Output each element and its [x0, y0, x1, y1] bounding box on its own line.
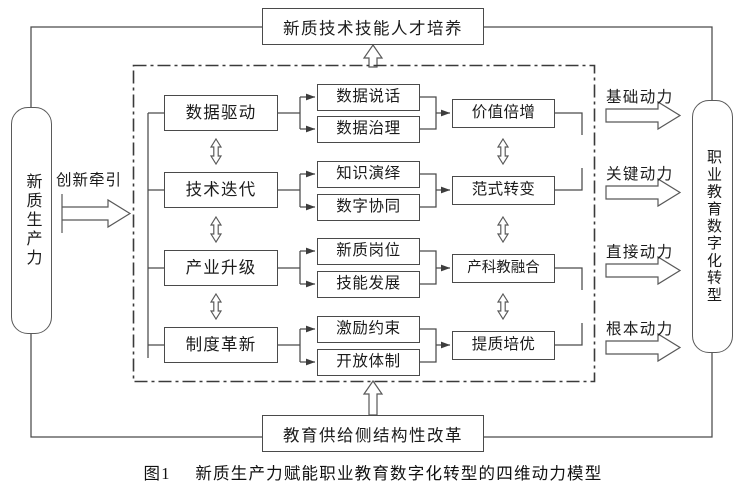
mechanism-node-data-speaks[interactable]: 数据说话 [317, 84, 420, 111]
dimension-node-institutional-innovation[interactable]: 制度革新 [164, 327, 278, 363]
dimension-node-label: 数据驱动 [185, 103, 257, 123]
outcome-node-industry-research-education-integration[interactable]: 产科教融合 [452, 254, 555, 283]
dimension-node-label: 技术迭代 [185, 180, 257, 200]
outcome-node-label: 产科教融合 [467, 259, 540, 276]
bidir-arrows-col3 [496, 137, 510, 321]
dashdot-boundary [132, 64, 596, 383]
dimension-node-industrial-upgrade[interactable]: 产业升级 [164, 250, 278, 286]
dimension-node-data-driven[interactable]: 数据驱动 [164, 95, 278, 131]
loop-top-left [30, 26, 262, 107]
pillar-new-productive-forces[interactable]: 新质生产力 [11, 107, 52, 334]
out1-bus [555, 112, 583, 135]
mechanism-node-label: 数据说话 [336, 88, 401, 106]
mechanism-node-label: 数据治理 [336, 120, 401, 138]
mechanism-node-label: 知识演绎 [336, 165, 401, 183]
dimension-node-label: 产业升级 [185, 258, 257, 278]
pillar-vocational-digital-transformation[interactable]: 职业教育数字化转型 [692, 100, 733, 353]
force-label-key: 关键动力 [606, 166, 674, 183]
top-bar-talent-cultivation[interactable]: 新质技术技能人才培养 [262, 8, 484, 45]
pillar-left-label: 新质生产力 [23, 173, 41, 268]
outcome-node-paradigm-shift[interactable]: 范式转变 [452, 176, 555, 205]
dimension-node-tech-iteration[interactable]: 技术迭代 [164, 172, 278, 208]
outcome-node-label: 提质培优 [471, 336, 536, 354]
top-bar-label: 新质技术技能人才培养 [283, 18, 463, 38]
figure-caption-text: 新质生产力赋能职业教育数字化转型的四维动力模型 [195, 464, 603, 483]
innovation-drive-label: 创新牵引 [56, 172, 123, 189]
loop-bottom-right [484, 353, 713, 438]
outcome-node-label: 范式转变 [471, 181, 536, 199]
mechanism-node-digital-collaboration[interactable]: 数字协同 [317, 194, 420, 221]
top-bar-block-arrow [362, 43, 384, 68]
innovation-drive-block-arrow [61, 194, 132, 233]
pillar-right-label: 职业教育数字化转型 [705, 149, 721, 304]
outcome-node-label: 价值倍增 [471, 104, 536, 122]
mechanism-node-label: 激励约束 [336, 320, 401, 338]
mechanism-node-incentive-constraint[interactable]: 激励约束 [317, 316, 420, 343]
force-label-fundamental: 根本动力 [606, 321, 674, 338]
mechanism-node-open-system[interactable]: 开放体制 [317, 349, 420, 376]
mechanism-node-skill-development[interactable]: 技能发展 [317, 271, 420, 298]
mechanism-node-label: 数字协同 [336, 198, 401, 216]
dimension-node-label: 制度革新 [185, 335, 257, 355]
mechanism-node-data-governance[interactable]: 数据治理 [317, 116, 420, 143]
loop-top-right [484, 26, 713, 100]
figure-caption-label: 图1 [143, 464, 171, 483]
force-label-direct: 直接动力 [606, 244, 674, 261]
out3-bus [555, 267, 583, 290]
mechanism-node-label: 新质岗位 [336, 242, 401, 260]
loop-bottom-left [30, 334, 262, 438]
force-label-foundational: 基础动力 [606, 89, 674, 106]
bottom-bar-supply-side-reform[interactable]: 教育供给侧结构性改革 [262, 415, 484, 452]
outcome-node-quality-improvement[interactable]: 提质培优 [452, 331, 555, 360]
bottom-bar-label: 教育供给侧结构性改革 [283, 425, 463, 445]
force-block-arrows [605, 100, 682, 363]
mechanism-node-label: 技能发展 [336, 275, 401, 293]
out4-bus [555, 323, 583, 346]
out2-bus [555, 168, 583, 191]
figure-caption: 图1 新质生产力赋能职业教育数字化转型的四维动力模型 [0, 460, 746, 484]
mechanism-node-label: 开放体制 [336, 353, 401, 371]
outcome-node-value-multiplication[interactable]: 价值倍增 [452, 99, 555, 128]
mechanism-node-new-quality-jobs[interactable]: 新质岗位 [317, 238, 420, 265]
bidir-arrows-col1 [209, 137, 223, 321]
mechanism-node-knowledge-deduction[interactable]: 知识演绎 [317, 161, 420, 188]
